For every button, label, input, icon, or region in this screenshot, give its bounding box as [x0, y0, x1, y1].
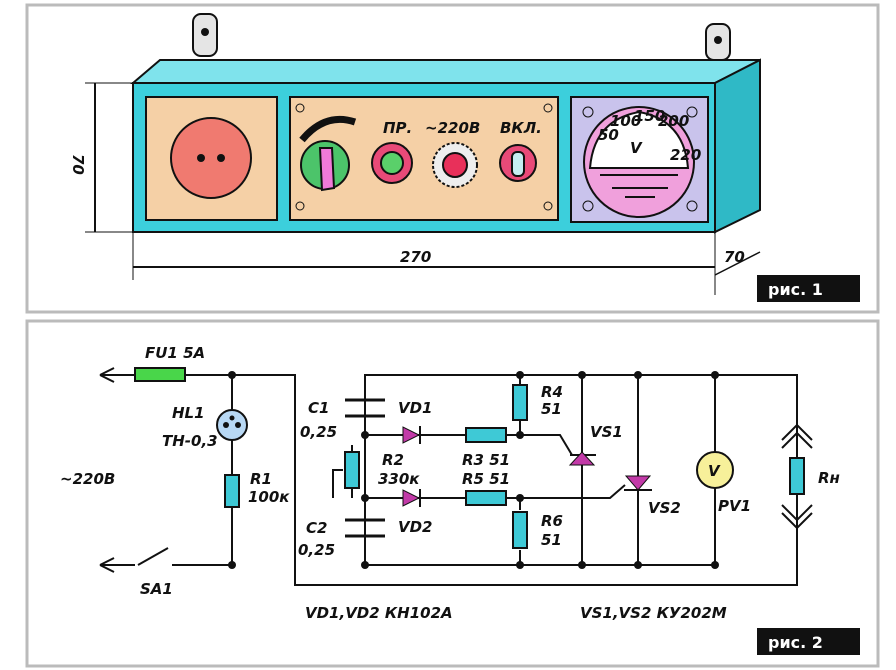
scale-150: 150	[634, 107, 665, 125]
power-socket	[170, 117, 252, 199]
figure1-caption-box	[757, 275, 860, 302]
svg-text:51: 51	[541, 531, 562, 549]
voltmeter-PV1	[696, 451, 734, 489]
case-top	[130, 59, 761, 84]
svg-text:C1: C1	[308, 399, 329, 417]
svg-text:70: 70	[724, 248, 745, 266]
dimension-width: 270	[132, 232, 716, 295]
junction-dots	[228, 371, 719, 569]
regulator-arc-icon	[299, 115, 357, 143]
thyristor-note: VS1,VS2 КУ202М	[580, 604, 727, 622]
resistor-R5	[465, 490, 507, 506]
switch-label: ВКЛ.	[500, 119, 542, 137]
scale-200: 200	[658, 112, 689, 130]
figure2-caption-box	[757, 628, 860, 655]
voltmeter: V 50 100 150 200 220	[570, 96, 709, 223]
thyristor-VS2	[624, 475, 652, 491]
svg-text:VS1: VS1	[590, 423, 623, 441]
control-panel: ПР. ~220В ВКЛ.	[289, 96, 559, 221]
diode-VD2	[402, 489, 421, 507]
svg-text:FU1 5A: FU1 5A	[145, 344, 205, 362]
figure2-caption: рис. 2	[768, 633, 823, 652]
mains-arrows	[99, 367, 115, 573]
svg-text:PV1: PV1	[718, 497, 751, 515]
dimension-height: 70	[69, 82, 133, 233]
resistor-R1	[224, 474, 240, 508]
fuse-label: ПР.	[383, 119, 412, 137]
switch-SA1-label: SA1	[140, 580, 173, 598]
meter-symbol: V	[630, 139, 643, 157]
resistor-R6	[512, 511, 528, 549]
lamp-label: ~220В	[425, 119, 480, 137]
fuse-holder[interactable]	[371, 142, 413, 184]
capacitor-C1	[345, 398, 385, 418]
scale-100: 100	[610, 112, 641, 130]
diode-VD1	[402, 426, 421, 444]
scale-50: 50	[598, 126, 619, 144]
capacitor-C2	[345, 518, 385, 538]
svg-text:0,25: 0,25	[298, 541, 335, 559]
svg-text:Rн: Rн	[818, 469, 840, 487]
socket-panel	[145, 96, 278, 221]
resistor-R3	[465, 427, 507, 443]
svg-text:R1: R1	[250, 470, 272, 488]
scale-220: 220	[670, 146, 701, 164]
dimension-depth: 70	[714, 248, 761, 276]
mounting-tab-right	[705, 23, 731, 61]
svg-text:51: 51	[541, 400, 562, 418]
svg-text:0,25: 0,25	[300, 423, 337, 441]
svg-text:VS2: VS2	[648, 499, 681, 517]
power-toggle-switch[interactable]	[499, 144, 537, 182]
svg-text:R4: R4	[541, 383, 563, 401]
svg-text:R5 51: R5 51	[462, 470, 510, 488]
svg-text:C2: C2	[306, 519, 327, 537]
resistor-R4	[512, 384, 528, 421]
indicator-lamp	[432, 142, 478, 188]
mounting-tab-left	[192, 13, 218, 57]
svg-text:VD1: VD1	[398, 399, 433, 417]
figure1-caption: рис. 1	[768, 280, 823, 299]
svg-text:270: 270	[400, 248, 431, 266]
svg-text:100к: 100к	[248, 488, 290, 506]
lamp-HL1	[216, 409, 248, 441]
potentiometer-R2	[344, 451, 360, 489]
load-arrows-icon	[781, 423, 813, 530]
svg-text:R2: R2	[382, 451, 404, 469]
case-side	[714, 58, 761, 234]
svg-text:ТН-0,3: ТН-0,3	[162, 432, 218, 450]
svg-text:R3 51: R3 51	[462, 451, 510, 469]
svg-text:HL1: HL1	[172, 404, 205, 422]
thyristor-VS1	[568, 451, 596, 466]
svg-text:R6: R6	[541, 512, 563, 530]
regulator-knob[interactable]	[300, 140, 350, 192]
diode-note: VD1,VD2 КН102А	[305, 604, 453, 622]
svg-text:V: V	[708, 462, 721, 480]
svg-text:VD2: VD2	[398, 518, 433, 536]
mains-label: ~220В	[60, 470, 115, 488]
fuse-FU1	[134, 367, 186, 382]
svg-text:70: 70	[69, 154, 87, 175]
svg-text:330к: 330к	[378, 470, 420, 488]
load-resistor	[789, 457, 805, 495]
